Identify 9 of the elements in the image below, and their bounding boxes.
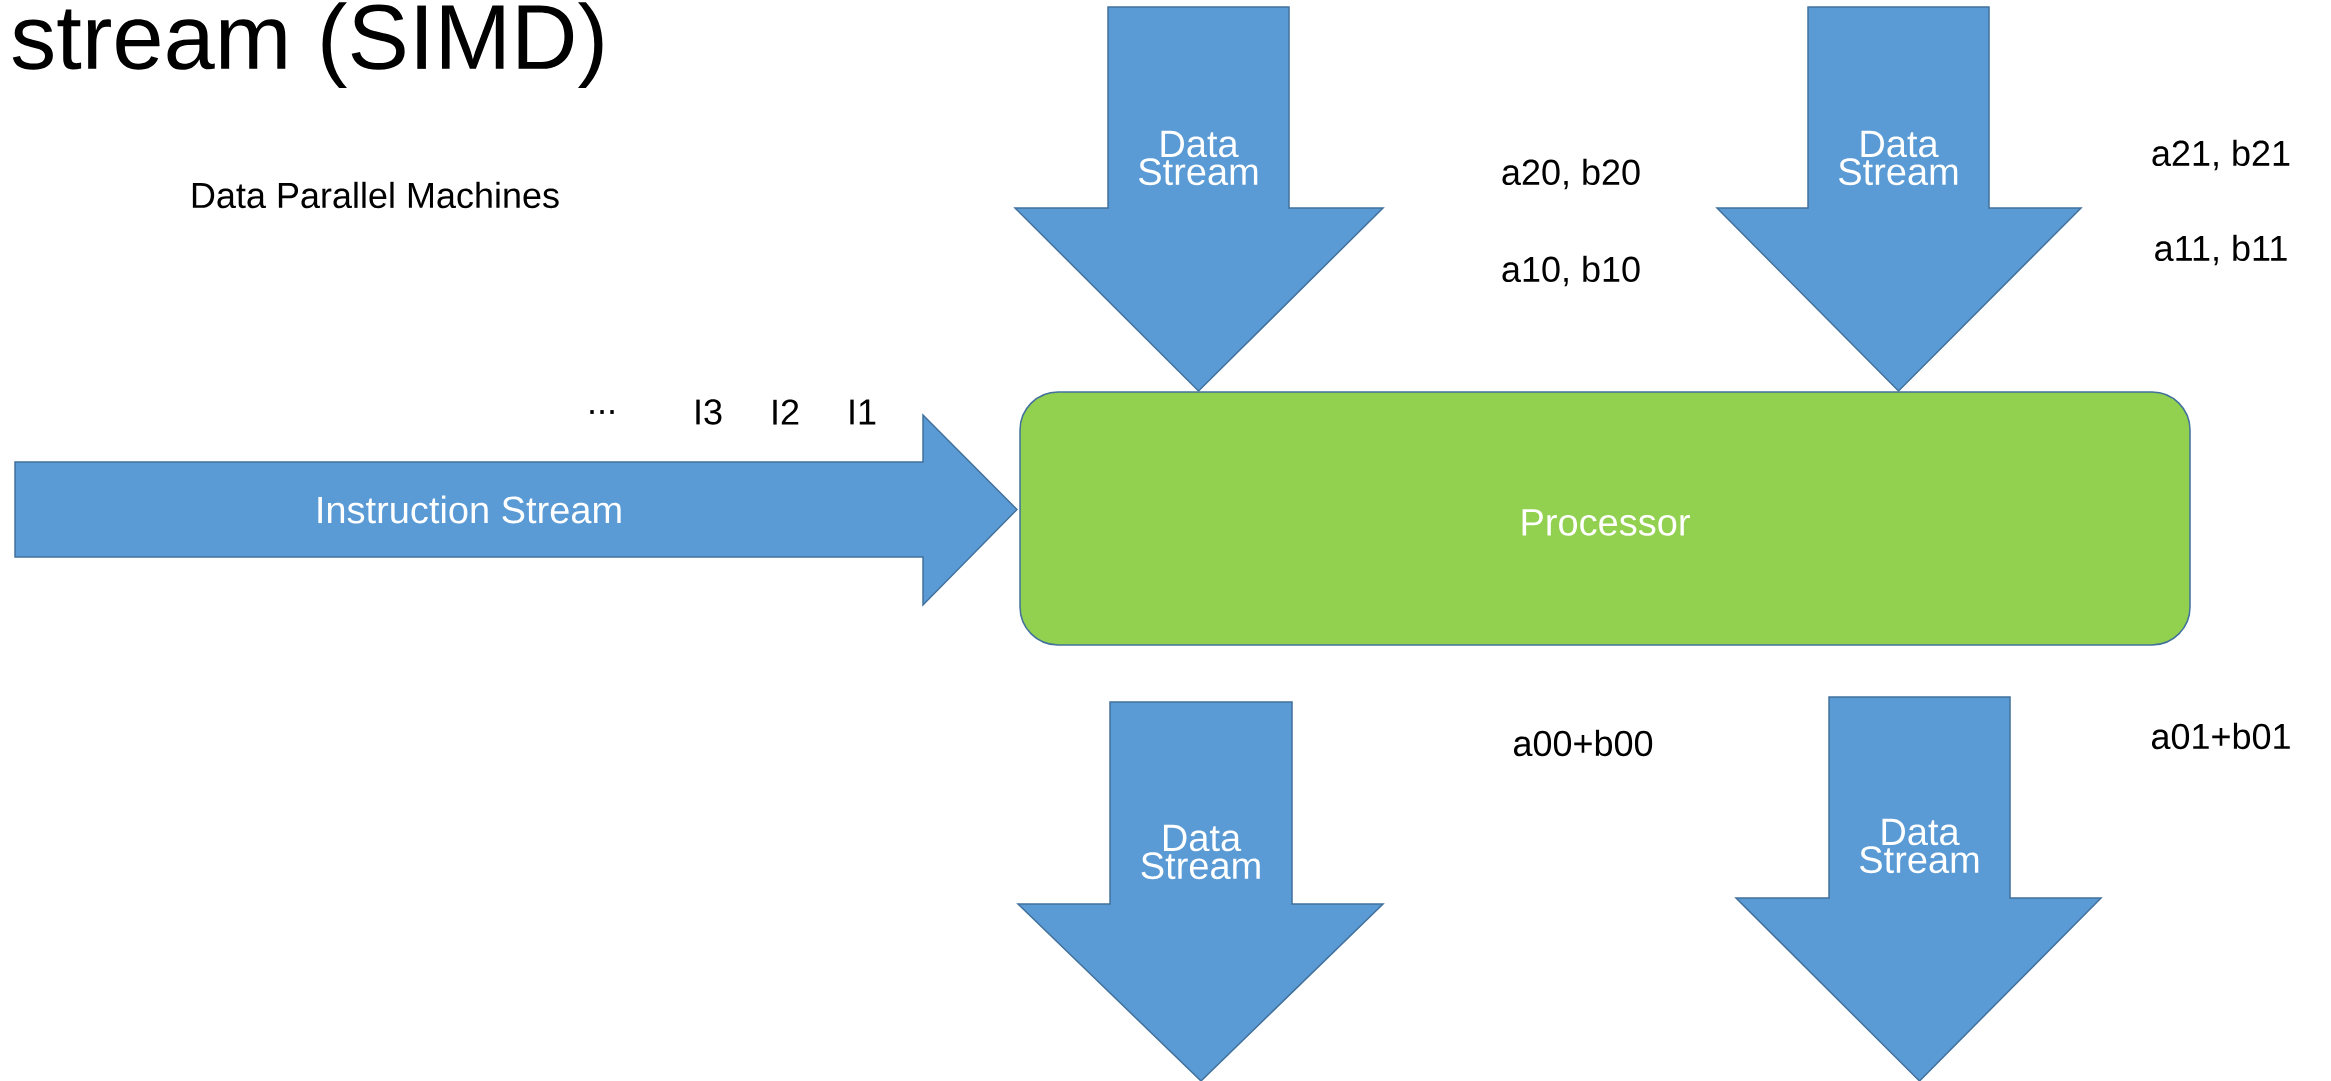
result-label: a01+b01 [2151, 722, 2290, 750]
data-label: a20, b20 [1502, 158, 1640, 190]
title: stream (SIMD) [12, 2, 603, 88]
result-label: a00+b00 [1513, 729, 1653, 757]
subtitle: Data Parallel Machines [192, 181, 559, 209]
data-label: a11, b11 [2155, 234, 2287, 266]
processor-box: Processor [1019, 391, 2191, 646]
data-label: a10, b10 [1502, 255, 1640, 287]
data-label: a21, b21 [2152, 139, 2290, 171]
